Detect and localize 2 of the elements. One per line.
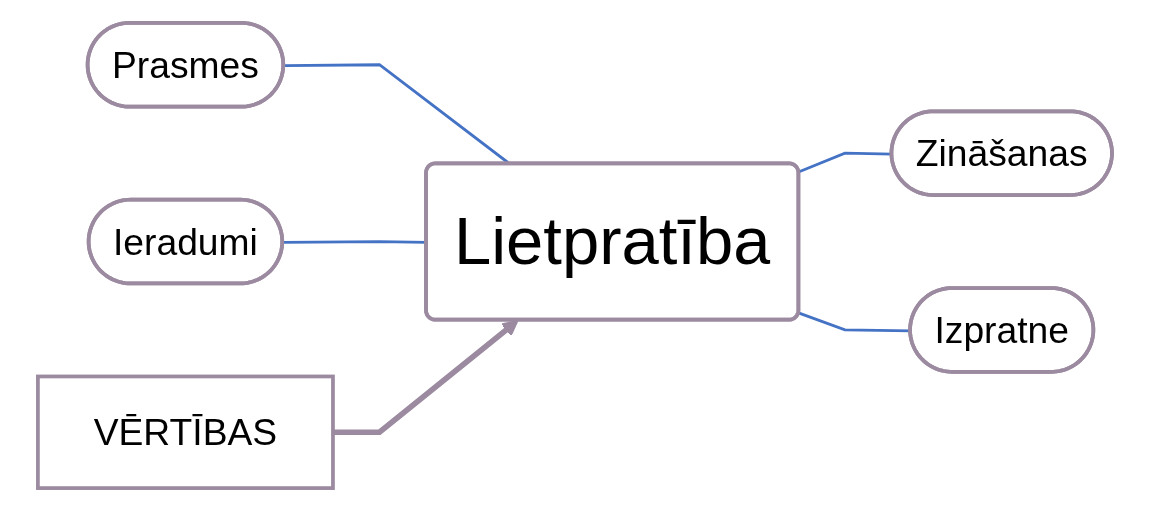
arrow (333, 319, 519, 436)
node-box: VĒRTĪBAS (36, 374, 335, 490)
